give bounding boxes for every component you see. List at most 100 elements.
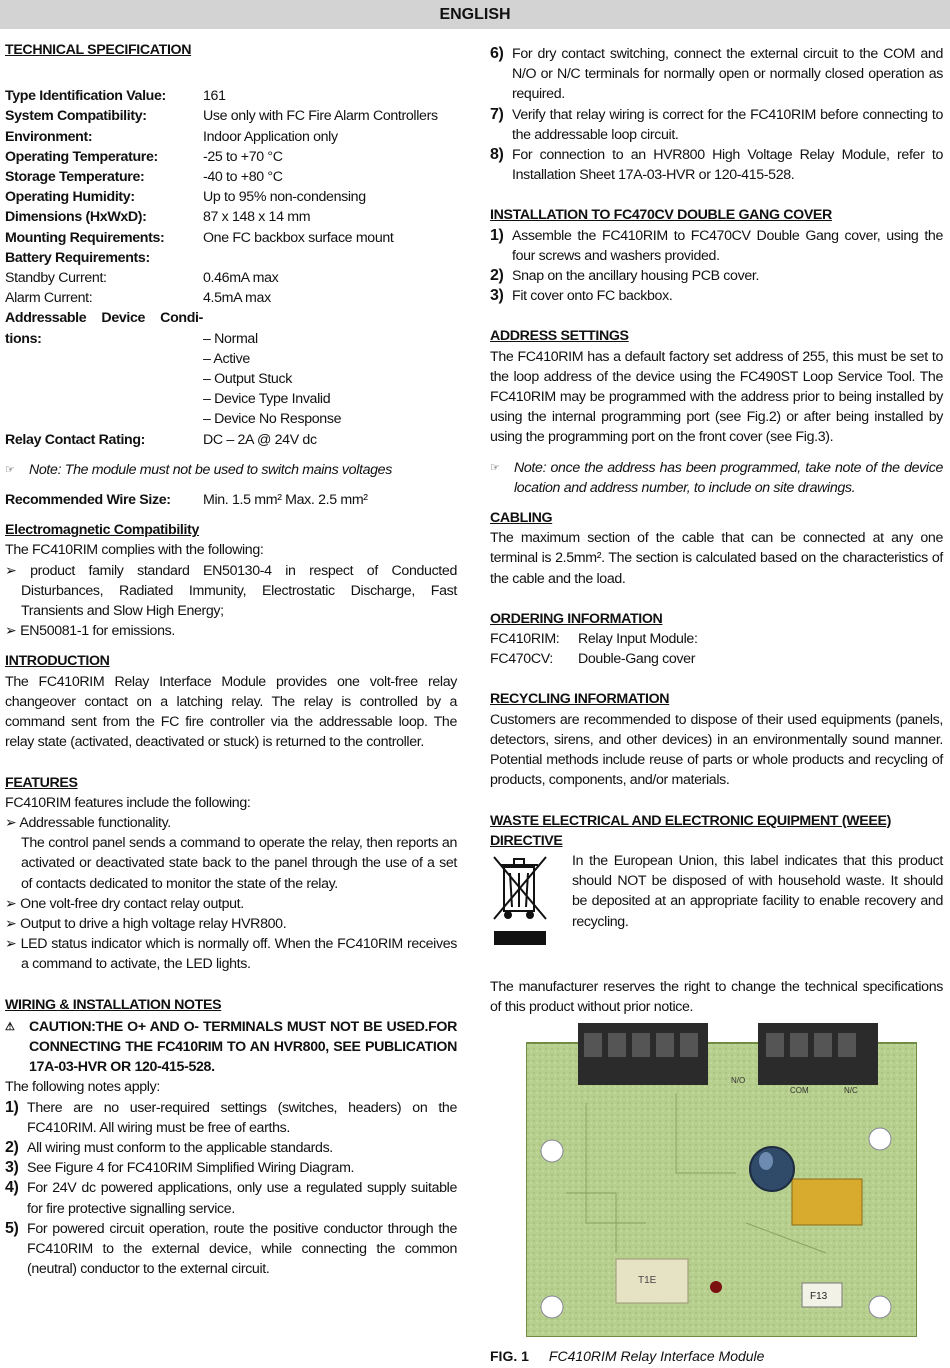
spec-note: ☞ Note: The module must not be used to s… [5,460,457,480]
weee-title: WASTE ELECTRICAL AND ELECTRONIC EQUIPMEN… [490,812,891,829]
spec-value: DC – 2A @ 24V dc [203,431,317,448]
caution-text: CAUTION:THE O+ AND O- TERMINALS MUST NOT… [29,1018,457,1076]
pcb-photo: T1E F13 N/O COM N/C [525,1023,918,1338]
ordering-title: ORDERING INFORMATION [490,610,663,627]
spec-value: 0.46mA max [203,270,279,287]
emc-title: Electromagnetic Compatibility [5,522,200,539]
cabling-title: CABLING [490,510,553,527]
numbered-note: 1)There are no user-required settings (s… [5,1098,457,1138]
address-title: ADDRESS SETTINGS [490,328,629,345]
numbered-note: 1) Assemble the FC410RIM to FC470CV Doubl… [490,226,943,266]
spec-key: Environment: [5,128,93,145]
condition-item: – Device Type Invalid [203,391,331,408]
wire-size-row: Recommended Wire Size: Min. 1.5 mm² Max.… [5,490,457,510]
spec-key: Mounting Requirements: [5,229,165,246]
warning-triangle-icon: ⚠ [5,1020,15,1033]
figure-label: FIG. 1 [490,1348,529,1364]
numbered-note: 7) Verify that relay wiring is correct fo… [490,105,943,145]
note-text: Assemble the FC410RIM to FC470CV Double … [512,227,943,264]
condition-item: – Output Stuck [203,371,292,388]
spec-value: One FC backbox surface mount [203,229,394,246]
arrow-bullet-icon: ➢ [5,936,21,953]
pointing-hand-icon: ☞ [490,461,500,474]
introduction-title: INTRODUCTION [5,653,110,670]
board-mark: T1E [638,1275,657,1286]
spec-value: 87 x 148 x 14 mm [203,209,311,226]
spec-key: Dimensions (HxWxD): [5,209,147,226]
numbered-note: 2) Snap on the ancillary housing PCB cove… [490,266,943,286]
emc-intro: The FC410RIM complies with the following… [5,542,264,559]
spec-value: Indoor Application only [203,128,338,145]
note-number: 6) [490,45,504,62]
note-number: 1) [5,1098,19,1116]
arrow-bullet-icon: ➢ [5,562,31,579]
order-code: FC470CV: [490,651,553,668]
caution-note: ⚠ CAUTION:THE O+ AND O- TERMINALS MUST N… [5,1017,457,1078]
note-number: 3) [490,287,504,305]
numbered-note: 8)For connection to an HVR800 High Volta… [490,145,943,185]
note-number: 2) [490,267,504,285]
spec-key: Battery Requirements: [5,249,150,266]
spec-key: tions: [5,330,42,347]
note-text: All wiring must conform to the applicabl… [27,1139,333,1156]
wiring-intro: The following notes apply: [5,1079,160,1096]
numbered-note: 6)For dry contact switching, connect the… [490,44,943,105]
order-code: FC410RIM: [490,631,560,648]
note-text: For 24V dc powered applications, only us… [27,1180,457,1217]
arrow-bullet-icon: ➢ [5,623,21,640]
board-mark: COM [790,1086,809,1095]
weee-block: In the European Union, this label indica… [490,851,943,953]
emc-item: ➢ EN50081-1 for emissions. [5,623,175,640]
wiring-notes-list: 1)There are no user-required settings (s… [5,1098,457,1280]
board-mark: N/O [731,1076,745,1085]
recycling-title: RECYCLING INFORMATION [490,691,670,708]
arrow-bullet-icon: ➢ [5,814,20,831]
spec-value: -40 to +80 °C [203,169,283,186]
condition-item: – Normal [203,330,258,347]
note-number: 7) [490,105,504,123]
note-text: Verify that relay wiring is correct for … [512,106,943,143]
arrow-bullet-icon: ➢ [5,915,21,932]
features-intro: FC410RIM features include the following: [5,794,251,811]
condition-item: – Device No Response [203,411,342,428]
note-number: 2) [5,1138,19,1156]
spec-key: Operating Temperature: [5,148,158,165]
note-number: 3) [5,1159,19,1177]
cabling-text: The maximum section of the cable that ca… [490,530,943,587]
address-note-text: Note: once the address has been programm… [514,459,943,496]
note-text: For powered circuit operation, route the… [27,1220,457,1278]
address-note: ☞ Note: once the address has been progra… [490,458,943,498]
spec-key: Storage Temperature: [5,169,145,186]
spec-value: -25 to +70 °C [203,148,283,165]
spec-key: Alarm Current: [5,290,93,307]
spec-key: Standby Current: [5,270,107,287]
emc-item: ➢ product family standard EN50130-4 in r… [5,562,457,620]
language-header: ENGLISH [0,0,950,29]
note-number: 5) [5,1219,19,1237]
note-number: 4) [5,1179,19,1197]
feature-detail: The control panel sends a command to ope… [21,835,457,892]
spec-key: Operating Humidity: [5,189,135,206]
left-column: TECHNICAL SPECIFICATION Type Identificat… [5,40,457,1279]
crossed-bin-icon [490,851,572,953]
ordering-table: FC410RIM: Relay Input Module: FC470CV: D… [490,629,943,669]
numbered-note: 3) See Figure 4 for FC410RIM Simplified W… [5,1158,457,1178]
board-mark: F13 [810,1291,828,1302]
spec-note-text: Note: The module must not be used to swi… [29,461,392,478]
installation-steps: 1) Assemble the FC410RIM to FC470CV Doubl… [490,226,943,307]
numbered-note: 2) All wiring must conform to the applica… [5,1138,457,1158]
right-column: 6)For dry contact switching, connect the… [490,44,943,1018]
note-text: Snap on the ancillary housing PCB cover. [512,268,760,285]
spec-key: Relay Contact Rating: [5,431,146,448]
feature-item: ➢ Output to drive a high voltage relay H… [5,915,287,932]
device-conditions-list: – Normal – Active – Output Stuck – Devic… [203,329,457,430]
numbered-note: 4) For 24V dc powered applications, only … [5,1178,457,1218]
note-number: 1) [490,226,504,244]
spec-value: Up to 95% non-condensing [203,189,366,206]
spec-key: Type Identification Value: [5,88,166,105]
spec-value: Min. 1.5 mm² Max. 2.5 mm² [203,492,368,509]
order-desc: Double-Gang cover [578,651,696,668]
note-text: See Figure 4 for FC410RIM Simplified Wir… [27,1160,355,1177]
note-text: For connection to an HVR800 High Voltage… [512,147,943,184]
